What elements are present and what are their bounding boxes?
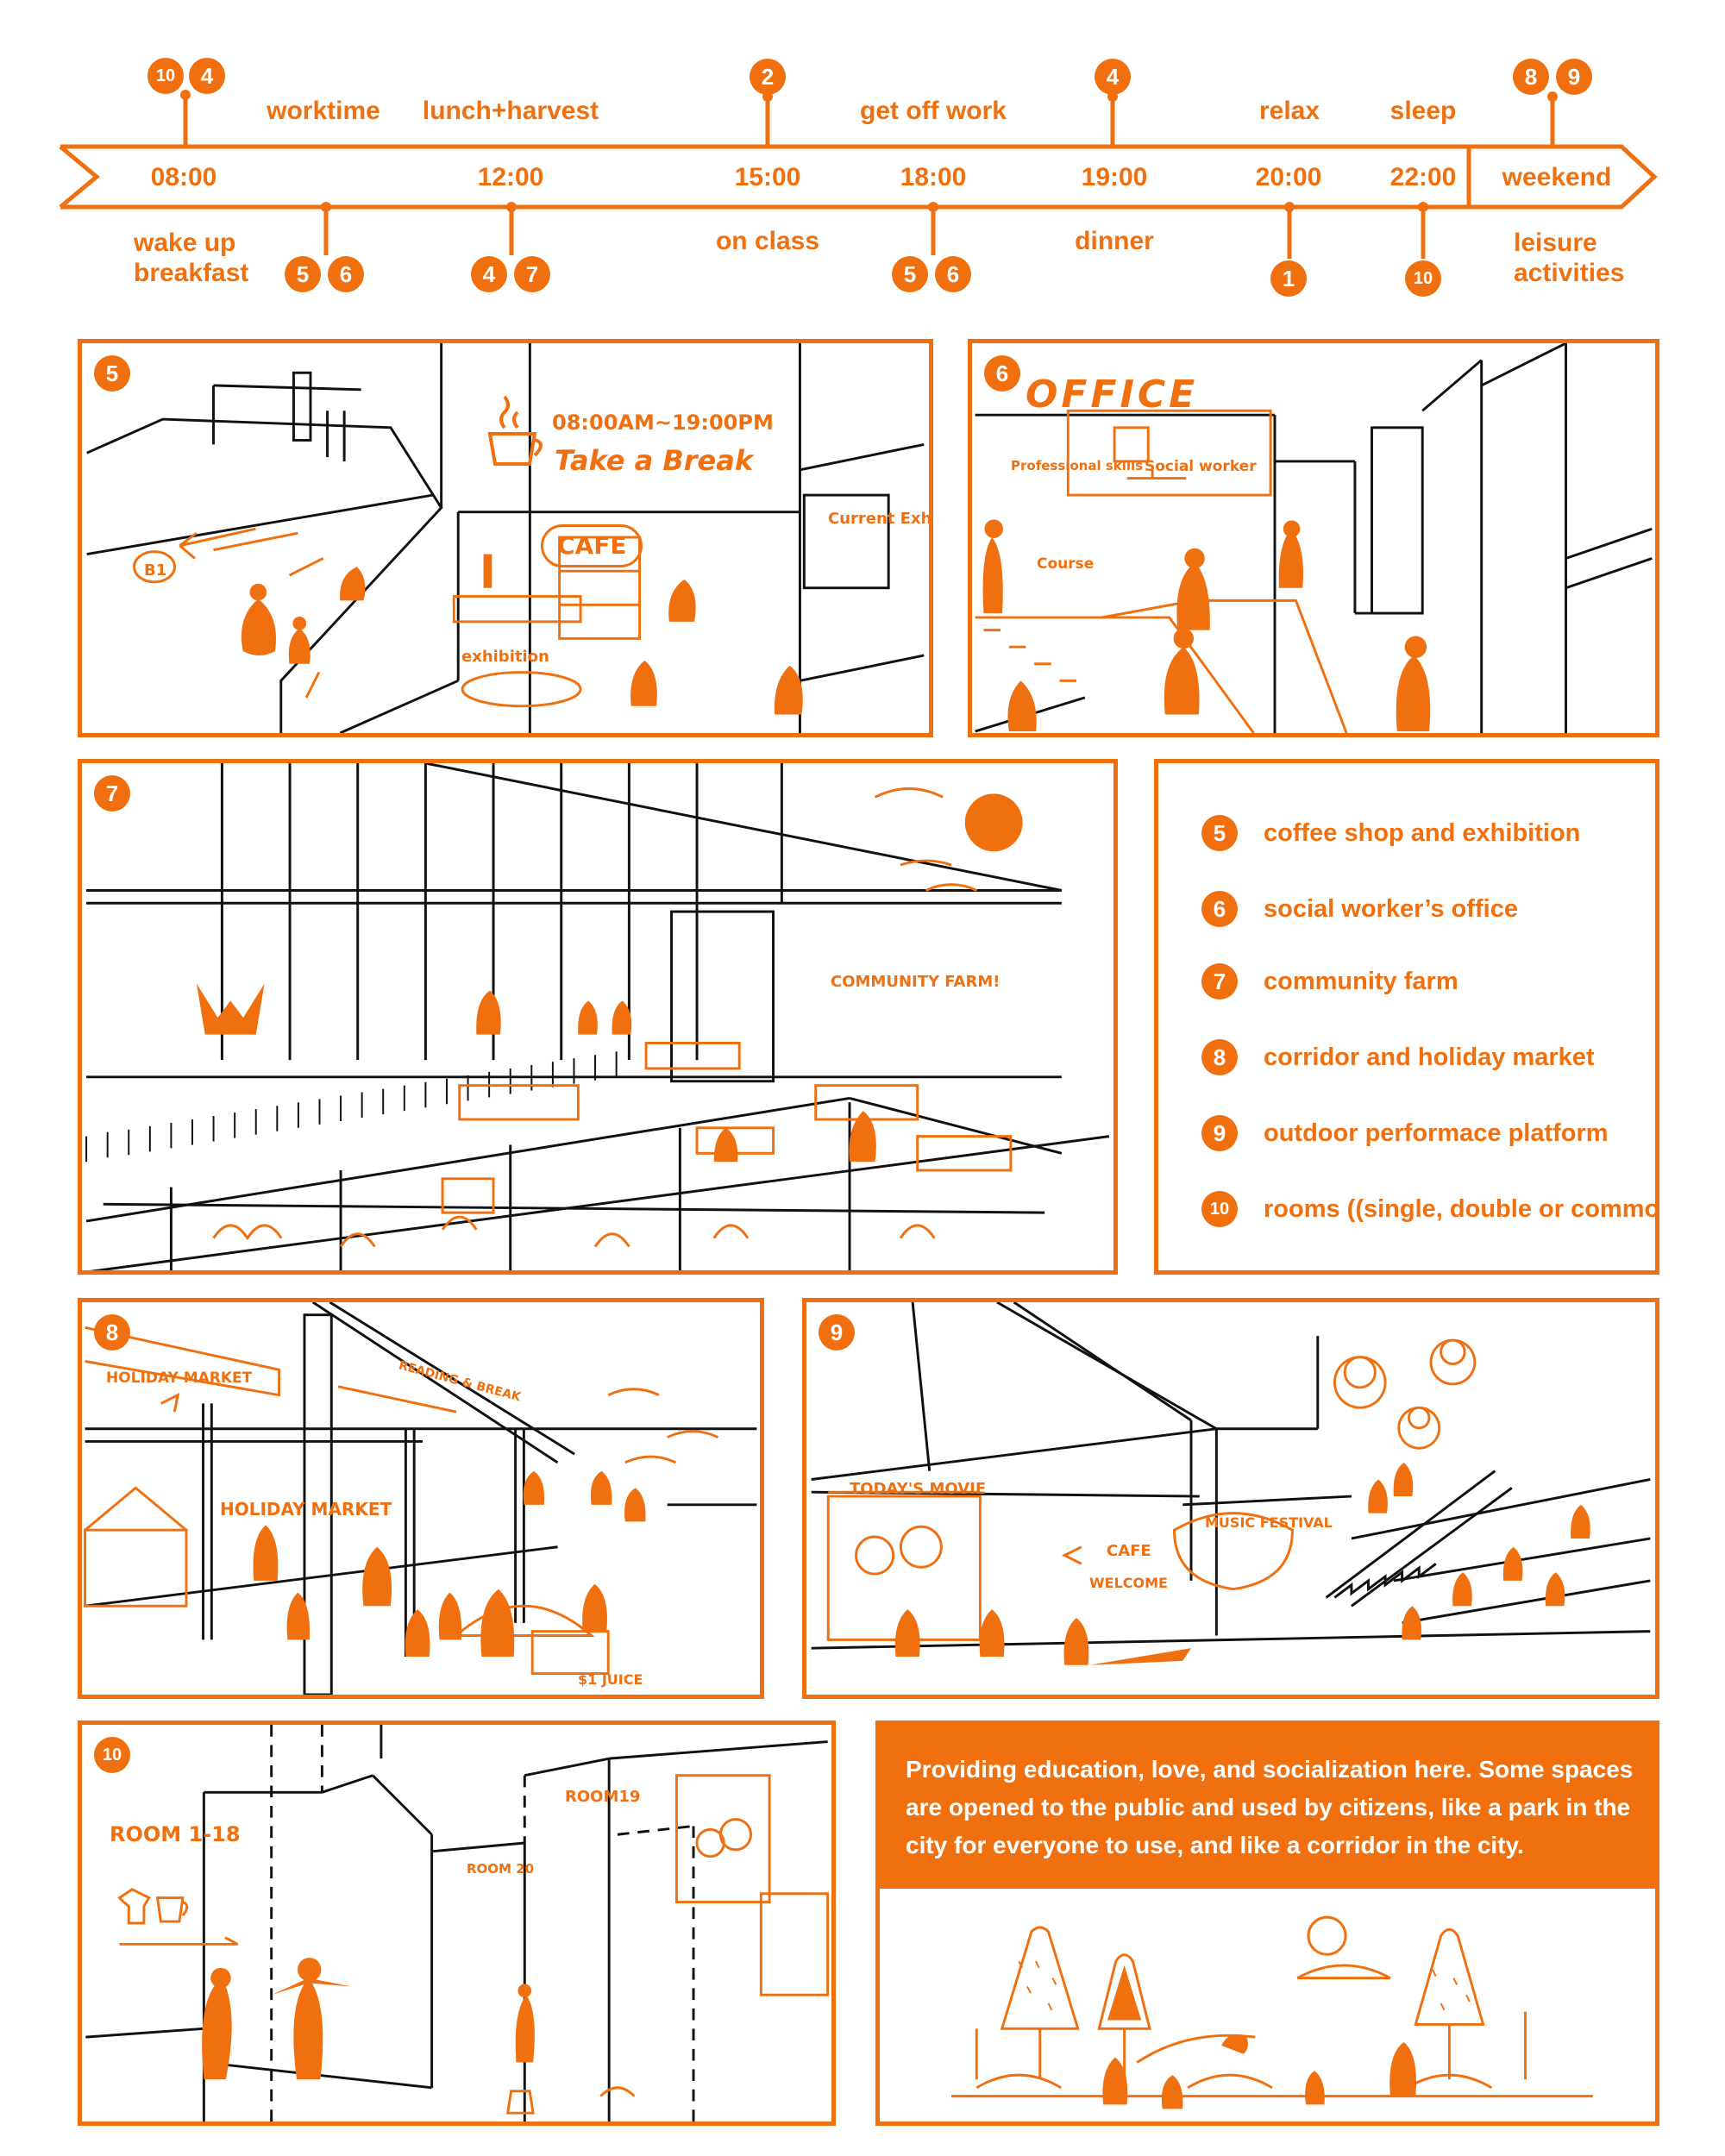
event-on-class: on class [715,227,820,255]
legend-badge: 10 [1201,1191,1238,1227]
legend-box: 5 coffee shop and exhibition 6 social wo… [1154,759,1659,1275]
timeline-badge-6b: 6 [935,256,971,292]
music-festival-sign: MUSIC FESTIVAL [1205,1514,1333,1531]
outdoor-platform-sketch [811,1302,1651,1665]
community-farm-sketch [85,763,1110,1270]
timeline-badge-4c: 4 [471,256,507,292]
cafe-sketch [86,343,925,733]
timeline-badge-10b: 10 [1405,260,1441,297]
course-label: Course [1037,555,1095,573]
event-get-off-work: get off work [860,97,1007,125]
event-leisure-activities: leisure activities [1514,229,1625,287]
event-worktime: worktime [267,97,380,125]
juice-stand-label: $1 JUICE [578,1671,643,1688]
panel-rooms: 10 ROOM 1-18 ROOM 20 ROOM19 [78,1720,836,2126]
legend-label: coffee shop and exhibition [1264,818,1581,847]
room-20-label: ROOM 20 [467,1861,535,1877]
panel-badge-5: 5 [94,355,130,392]
rooms-1-18-sign: ROOM 1-18 [110,1822,241,1846]
event-lunch-harvest: lunch+harvest [422,97,599,125]
timeline-badge-10: 10 [147,58,184,94]
panel-social-worker-office: 6 OFFICE Professional skills Social work… [968,339,1659,737]
time-2200: 22:00 [1389,163,1457,191]
exhibition-label: exhibition [461,648,549,666]
coffee-cup-icon [487,395,543,466]
rooms-sketch [85,1725,830,2122]
holiday-market-sketch [84,1302,757,1695]
cafe-hours-label: 08:00AM~19:00PM [552,411,774,435]
professional-skills-label: Professional skills [1011,458,1144,473]
welcome-label: WELCOME [1089,1575,1168,1591]
city-park-sketch [950,1915,1593,2109]
cafe-direction-label: CAFE [1107,1542,1151,1560]
legend-item-9: 9 outdoor performace platform [1201,1115,1609,1151]
panel-coffee-shop: 5 08:00AM~19:00PM Take a Break CAFE exhi… [78,339,933,737]
legend-label: rooms ((single, double or common) [1264,1194,1659,1223]
timeline-badge-2: 2 [750,59,786,95]
time-1200: 12:00 [477,163,544,191]
b1-label: B1 [144,561,167,580]
panel-badge-10: 10 [94,1737,130,1773]
event-dinner: dinner [1075,227,1154,255]
timeline-badge-7: 7 [514,256,550,292]
legend-label: outdoor performace platform [1264,1119,1609,1147]
todays-movie-label: TODAY'S MOVIE [850,1480,987,1498]
office-sketch [975,343,1653,733]
panel-badge-9: 9 [819,1314,855,1351]
room-19-label: ROOM19 [565,1788,641,1806]
holiday-market-arrow-label: HOLIDAY MARKET [106,1369,253,1387]
description-text: Providing education, love, and socializa… [880,1725,1655,1889]
social-worker-label: Social worker [1145,458,1257,475]
legend-badge: 9 [1201,1115,1238,1151]
timeline-badge-5b: 5 [892,256,928,292]
panel-badge-7: 7 [94,775,130,812]
current-exhibition-label: Current Exhibition [828,510,932,528]
event-wake-up-breakfast: wake up breakfast [134,229,249,287]
timeline-badge-9: 9 [1556,59,1592,95]
time-weekend: weekend [1502,163,1612,191]
panel-holiday-market: 8 HOLIDAY MARKET HOLIDAY MARKET READING … [78,1298,764,1699]
panel-community-farm: 7 COMMUNITY FARM! [78,759,1118,1275]
cafe-sign: CAFE [541,524,643,567]
holiday-market-sign: HOLIDAY MARKET [220,1499,392,1520]
time-1800: 18:00 [900,163,967,191]
time-0800: 08:00 [150,163,217,191]
event-sleep: sleep [1389,97,1457,125]
legend-badge: 7 [1201,963,1238,1000]
legend-badge: 5 [1201,815,1238,851]
event-relax: relax [1258,97,1320,125]
time-1900: 19:00 [1081,163,1148,191]
legend-badge: 6 [1201,891,1238,927]
timeline-badge-4b: 4 [1095,59,1131,95]
timeline-badge-5: 5 [285,256,321,292]
panel-outdoor-platform: 9 TODAY'S MOVIE CAFE WELCOME MUSIC FESTI… [802,1298,1659,1699]
timeline-badge-6: 6 [328,256,364,292]
timeline-badge-4: 4 [189,58,225,94]
legend-item-8: 8 corridor and holiday market [1201,1039,1595,1075]
legend-label: community farm [1264,967,1458,995]
legend-label: social worker’s office [1264,894,1518,923]
timeline-badge-1: 1 [1270,260,1307,297]
panel-badge-8: 8 [94,1314,130,1351]
legend-label: corridor and holiday market [1264,1043,1595,1071]
legend-item-7: 7 community farm [1201,963,1458,1000]
timeline-badge-8: 8 [1513,59,1549,95]
panel-badge-6: 6 [984,355,1020,392]
time-2000: 20:00 [1255,163,1322,191]
description-box: Providing education, love, and socializa… [875,1720,1659,2126]
timeline-arrow [59,90,1658,259]
time-1500: 15:00 [734,163,801,191]
legend-badge: 8 [1201,1039,1238,1075]
community-farm-sign: COMMUNITY FARM! [831,973,1000,991]
office-title: OFFICE [1026,373,1199,417]
legend-item-5: 5 coffee shop and exhibition [1201,815,1580,851]
legend-item-6: 6 social worker’s office [1201,891,1518,927]
take-a-break-label: Take a Break [555,444,754,477]
legend-item-10: 10 rooms ((single, double or common) [1201,1191,1659,1227]
